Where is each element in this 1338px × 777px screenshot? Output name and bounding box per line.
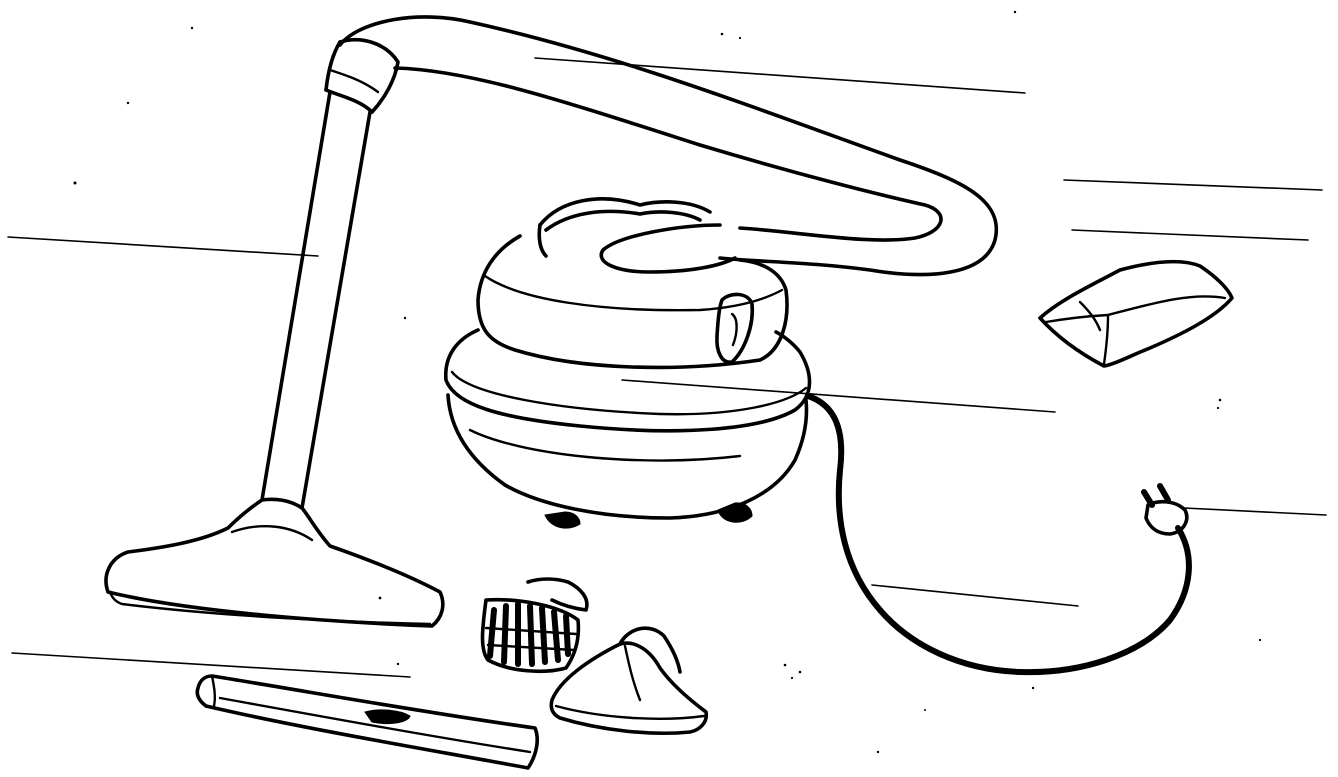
leader-line-crevice-tool xyxy=(12,653,410,677)
leader-line-dust-bag-2 xyxy=(1072,230,1308,240)
leader-line-wand xyxy=(8,237,318,256)
floor-nozzle-icon xyxy=(106,499,443,626)
leader-line-dust-bag-1 xyxy=(1064,180,1322,190)
upholstery-nozzle-icon xyxy=(551,628,706,733)
dust-bag-icon xyxy=(1040,262,1232,366)
brush-icon xyxy=(483,579,587,671)
leader-line-cord xyxy=(872,585,1078,606)
leader-line-canister xyxy=(622,380,1055,412)
leader-line-plug xyxy=(1184,508,1326,515)
leader-line-hose xyxy=(535,58,1025,93)
crevice-tool-icon xyxy=(197,676,537,768)
wheel-left-icon xyxy=(545,512,580,528)
hose-icon xyxy=(340,17,996,275)
cord-icon xyxy=(808,396,1189,672)
wheel-right-icon xyxy=(718,503,752,522)
canister-icon xyxy=(446,199,810,528)
wand-tube-icon xyxy=(262,40,398,508)
